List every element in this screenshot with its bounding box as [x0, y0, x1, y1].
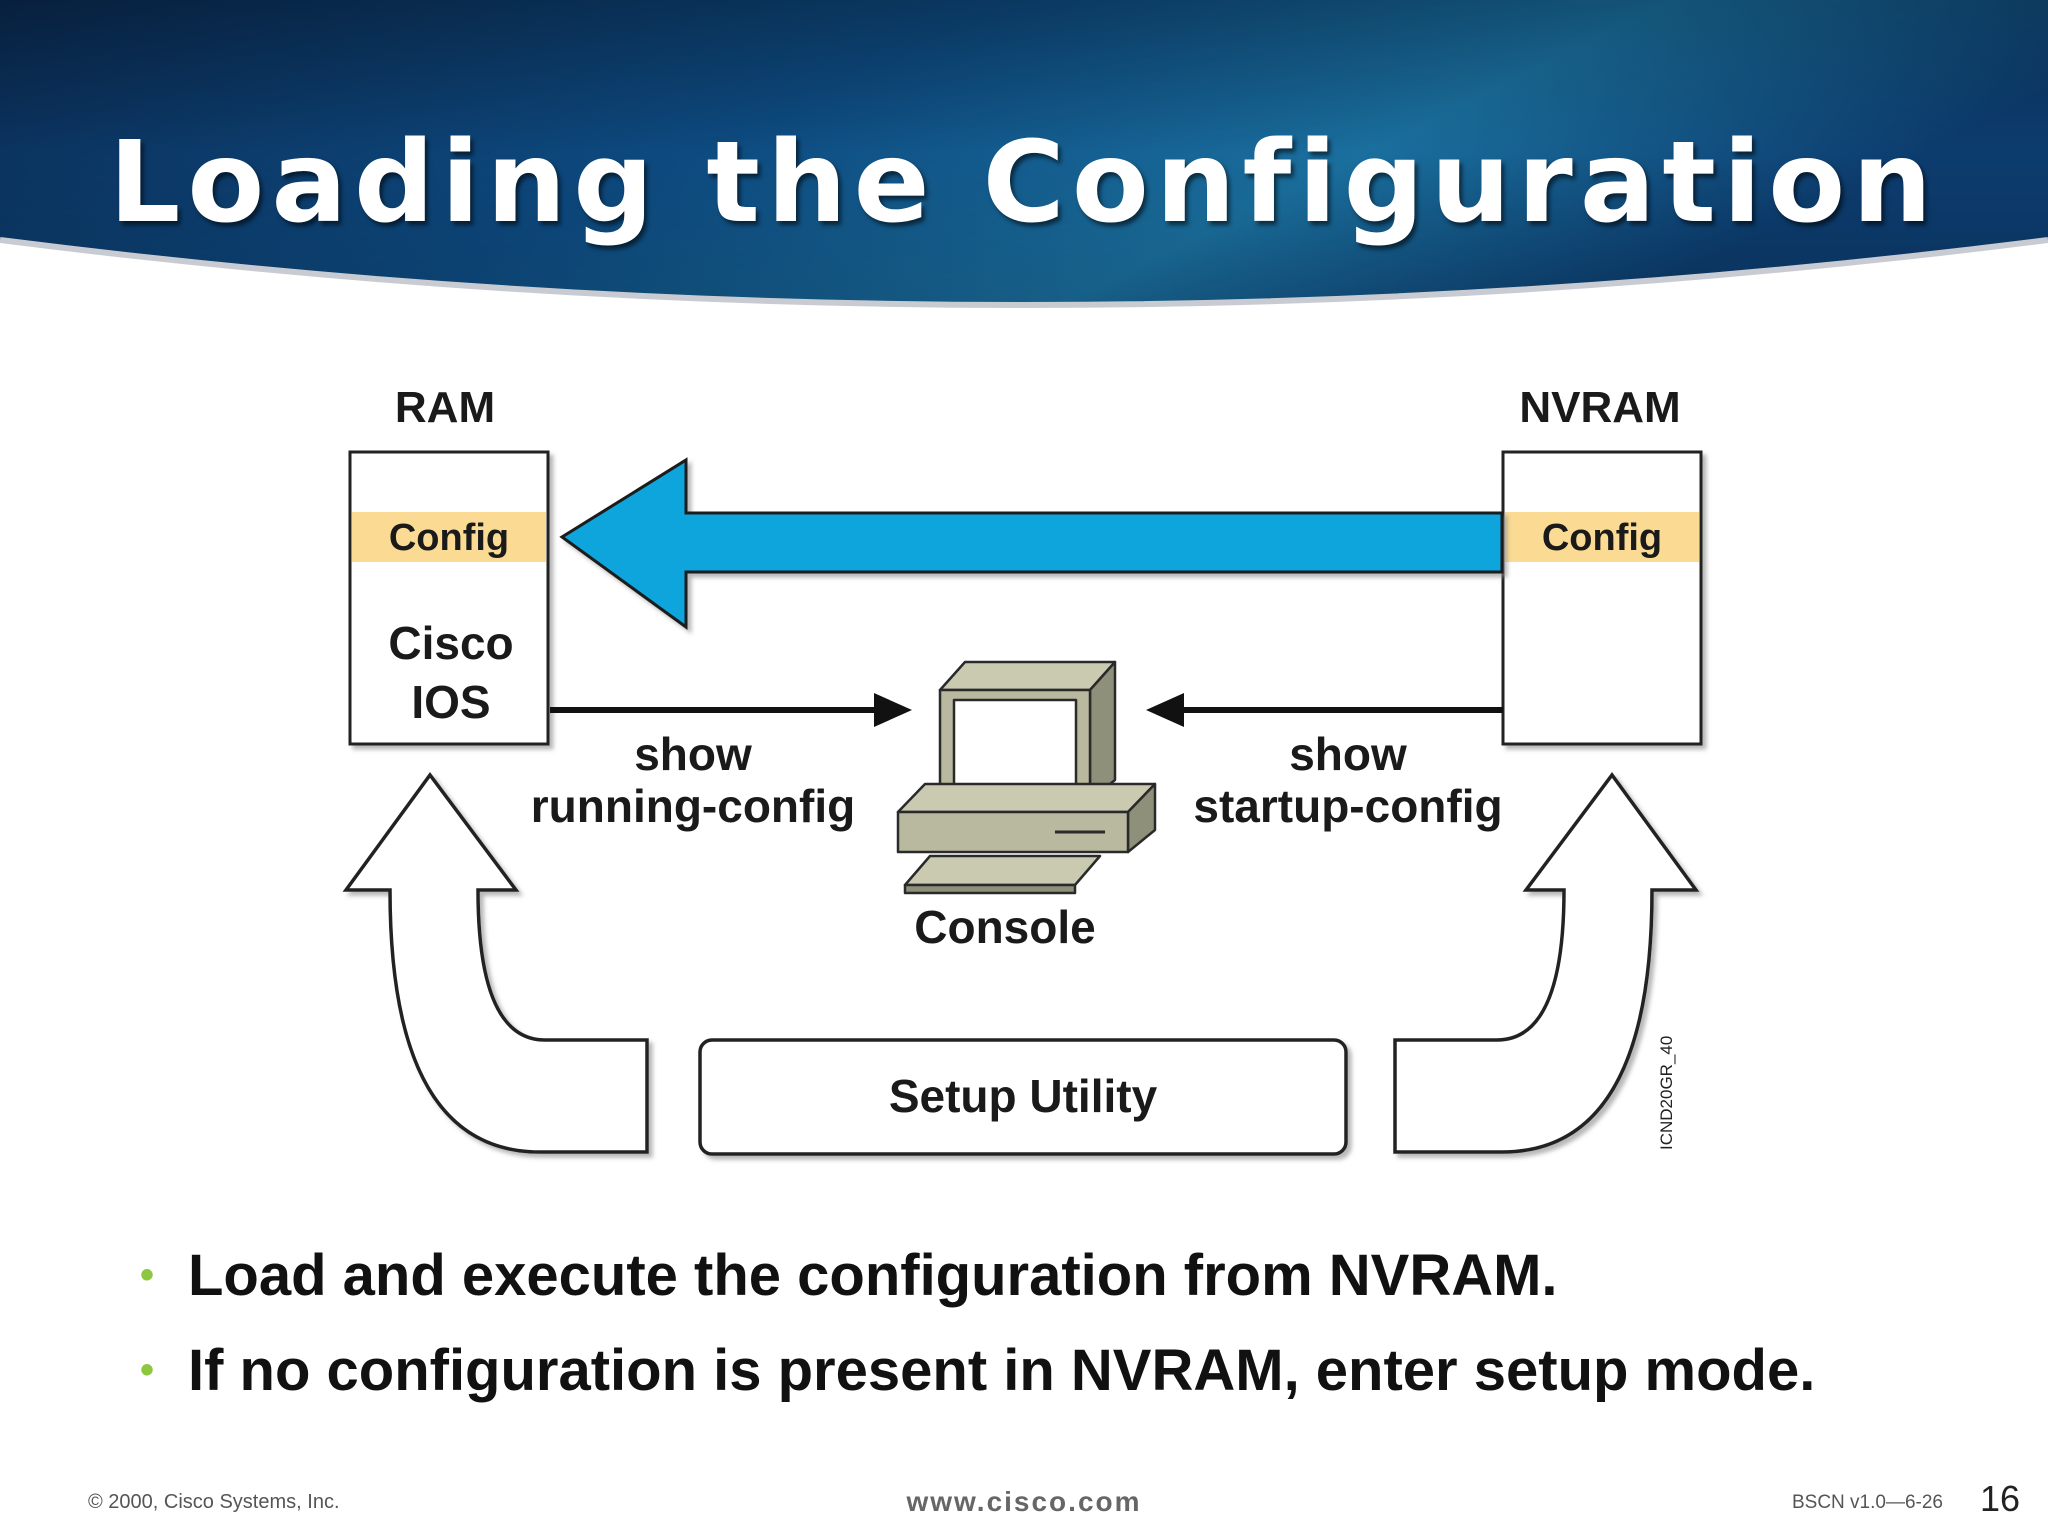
bullet-text: If no configuration is present in NVRAM,…: [188, 1338, 1816, 1403]
setup-to-nvram-arrow: [1393, 772, 1700, 1154]
ram-os-line1: Cisco: [388, 617, 513, 669]
figure-id: ICND20GR_40: [1657, 1036, 1676, 1150]
nvram-config-band: [1505, 512, 1699, 562]
nvram-config-label: Config: [1542, 517, 1662, 559]
bullet-text: Load and execute the configuration from …: [188, 1243, 1558, 1308]
bullet-list: • Load and execute the configuration fro…: [140, 1228, 2020, 1418]
ram-box: Config Cisco IOS: [348, 450, 550, 746]
ram-os-line2: IOS: [411, 676, 490, 728]
setup-to-ram-arrow: [342, 772, 649, 1154]
show-startup-line2: startup-config: [1193, 780, 1502, 832]
nvram-heading: NVRAM: [1519, 383, 1680, 432]
console-label: Console: [914, 901, 1095, 953]
show-startup-config-arrow: [1146, 693, 1503, 727]
title-banner: [0, 0, 2048, 308]
show-running-config-arrow: [550, 693, 912, 727]
show-running-line2: running-config: [531, 780, 855, 832]
nvram-box: Config: [1501, 450, 1703, 746]
setup-utility-box: [698, 1038, 1348, 1156]
bullet-dot-icon: •: [140, 1348, 155, 1392]
show-running-line1: show: [634, 728, 752, 780]
footer-copyright: © 2000, Cisco Systems, Inc.: [88, 1491, 340, 1513]
ram-heading: RAM: [395, 383, 495, 432]
ram-config-label: Config: [389, 517, 509, 559]
page-number: 16: [1979, 1478, 2020, 1519]
slide-title: Loading the Configuration: [109, 118, 1939, 248]
computer-icon: [896, 660, 1157, 895]
ram-config-band: [352, 512, 546, 562]
bullet-item: • Load and execute the configuration fro…: [140, 1228, 2020, 1323]
setup-utility-label: Setup Utility: [889, 1070, 1158, 1122]
footer-course-code: BSCN v1.0—6-26: [1791, 1492, 1943, 1513]
bullet-dot-icon: •: [140, 1253, 155, 1297]
load-config-arrow: [559, 457, 1504, 630]
footer-website: www.cisco.com: [906, 1486, 1142, 1517]
show-startup-line1: show: [1289, 728, 1407, 780]
bullet-item: • If no configuration is present in NVRA…: [140, 1323, 2020, 1418]
